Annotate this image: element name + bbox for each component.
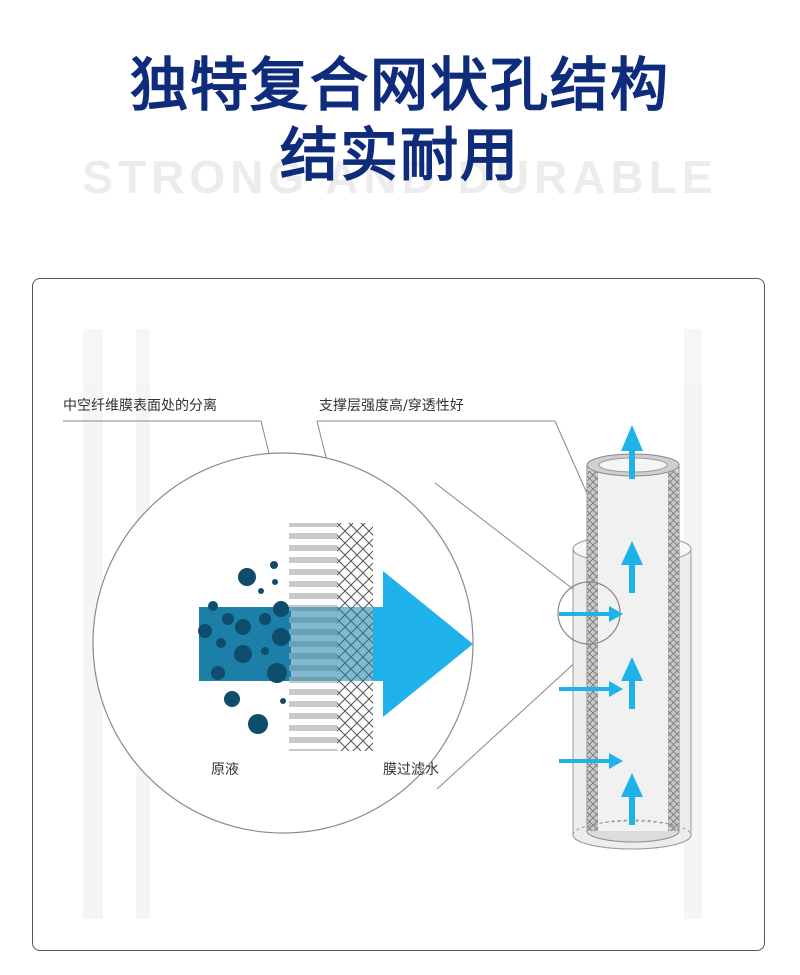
membrane-diagram	[63, 329, 702, 919]
inflow-arrows	[559, 606, 623, 769]
diagram-panel: 中空纤维膜表面处的分离 支撑层强度高/穿透性好 原液 膜过滤水	[32, 278, 765, 951]
page-subtitle-watermark: STRONG AND DURABLE	[82, 151, 718, 203]
filtered-flow-arrow	[373, 571, 473, 717]
label-filtered-water: 膜过滤水	[383, 762, 439, 778]
label-support-layer: 支撑层强度高/穿透性好	[319, 398, 464, 414]
page-title-line2: 结实耐用	[279, 121, 520, 189]
label-raw-liquid: 原液	[211, 762, 239, 778]
particles	[198, 561, 290, 734]
zoom-line-top	[434, 482, 574, 590]
label-surface-separation: 中空纤维膜表面处的分离	[63, 398, 217, 414]
flow-band	[289, 607, 373, 681]
page-title-line1: 独特复合网状孔结构	[129, 51, 670, 119]
upflow-arrows	[621, 425, 643, 825]
